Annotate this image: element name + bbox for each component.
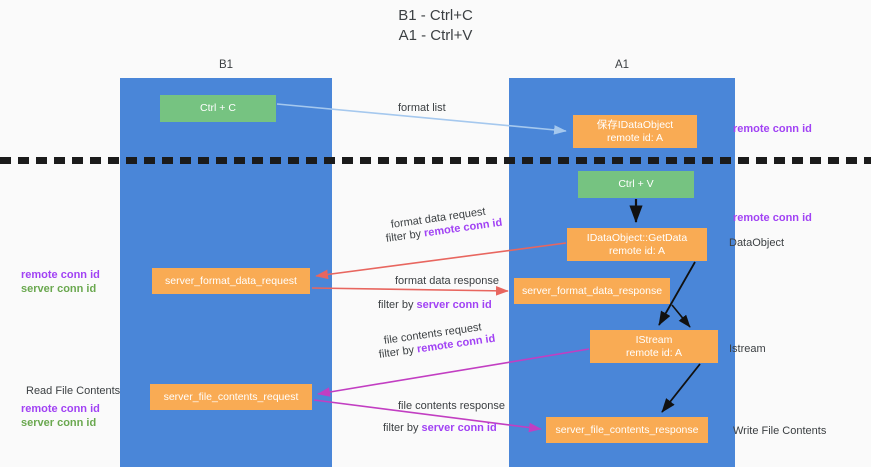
- box-save-idataobject-line2: remote id: A: [606, 131, 663, 144]
- annotation-remote-conn-id-left-2: remote conn id: [21, 403, 100, 415]
- box-server-format-data-request-label: server_format_data_request: [165, 274, 297, 287]
- annotation-conn-ids-top: remote conn id server conn id: [21, 268, 100, 296]
- filter-prefix-3: filter by: [378, 343, 418, 361]
- lane-header-b1-line1: B1: [218, 59, 234, 71]
- edge-label-file-contents-response: file contents response: [398, 400, 506, 412]
- filter-prefix-4: filter by: [383, 422, 422, 434]
- box-server-file-contents-response-label: server_file_contents_response: [555, 423, 699, 436]
- box-istream[interactable]: IStream remote id: A: [590, 330, 718, 363]
- box-server-file-contents-response[interactable]: server_file_contents_response: [546, 417, 708, 443]
- box-idataobject-getdata-line1: IDataObject::GetData: [586, 231, 688, 244]
- title-line-2: A1 - Ctrl+V: [398, 27, 473, 44]
- annotation-read-file-contents: Read File Contents: [26, 385, 121, 397]
- box-server-file-contents-request[interactable]: server_file_contents_request: [150, 384, 312, 410]
- box-ctrl-v-label: Ctrl + V: [618, 178, 654, 190]
- lane-header-a1-line1: A1: [614, 59, 630, 71]
- filter-value-server-conn-id-2: server conn id: [421, 422, 497, 434]
- box-server-format-data-request[interactable]: server_format_data_request: [152, 268, 310, 294]
- box-server-format-data-response[interactable]: server_format_data_response: [514, 278, 670, 304]
- filter-prefix-2: filter by: [378, 299, 417, 311]
- box-istream-line1: IStream: [635, 333, 673, 346]
- box-save-idataobject[interactable]: 保存IDataObject remote id: A: [573, 115, 697, 148]
- filter-prefix-1: filter by: [385, 227, 425, 245]
- annotation-remote-conn-id-left-1: remote conn id: [21, 269, 100, 281]
- annotation-server-conn-id-left-1: server conn id: [21, 283, 97, 295]
- annotation-remote-conn-id-mid: remote conn id: [733, 212, 812, 224]
- box-istream-line2: remote id: A: [625, 346, 683, 359]
- edge-label-format-data-response-filter: filter by server conn id: [378, 298, 492, 312]
- box-ctrl-v[interactable]: Ctrl + V: [578, 171, 694, 198]
- edge-label-file-contents-response-filter: filter by server conn id: [383, 421, 497, 435]
- annotation-istream: Istream: [729, 343, 766, 355]
- box-server-format-data-response-label: server_format_data_response: [521, 284, 663, 297]
- annotation-write-file-contents: Write File Contents: [733, 425, 827, 437]
- box-idataobject-getdata[interactable]: IDataObject::GetData remote id: A: [567, 228, 707, 261]
- edge-label-format-list: format list: [398, 102, 446, 114]
- box-server-file-contents-request-label: server_file_contents_request: [163, 390, 299, 403]
- filter-value-server-conn-id-1: server conn id: [416, 299, 492, 311]
- box-idataobject-getdata-line2: remote id: A: [608, 244, 665, 257]
- annotation-conn-ids-bottom: remote conn id server conn id: [21, 402, 100, 430]
- connector-format-data-response: [311, 286, 509, 296]
- box-save-idataobject-line1: 保存IDataObject: [596, 118, 674, 131]
- title-line-1: B1 - Ctrl+C: [398, 7, 473, 24]
- annotation-dataobject: DataObject: [729, 237, 785, 249]
- box-ctrl-c-label: Ctrl + C: [200, 102, 236, 114]
- page-title: B1 - Ctrl+C A1 - Ctrl+V: [0, 6, 871, 46]
- annotation-server-conn-id-left-2: server conn id: [21, 417, 97, 429]
- edge-label-format-data-response: format data response: [395, 275, 499, 287]
- box-ctrl-c[interactable]: Ctrl + C: [160, 95, 276, 122]
- annotation-remote-conn-id-top: remote conn id: [733, 123, 812, 135]
